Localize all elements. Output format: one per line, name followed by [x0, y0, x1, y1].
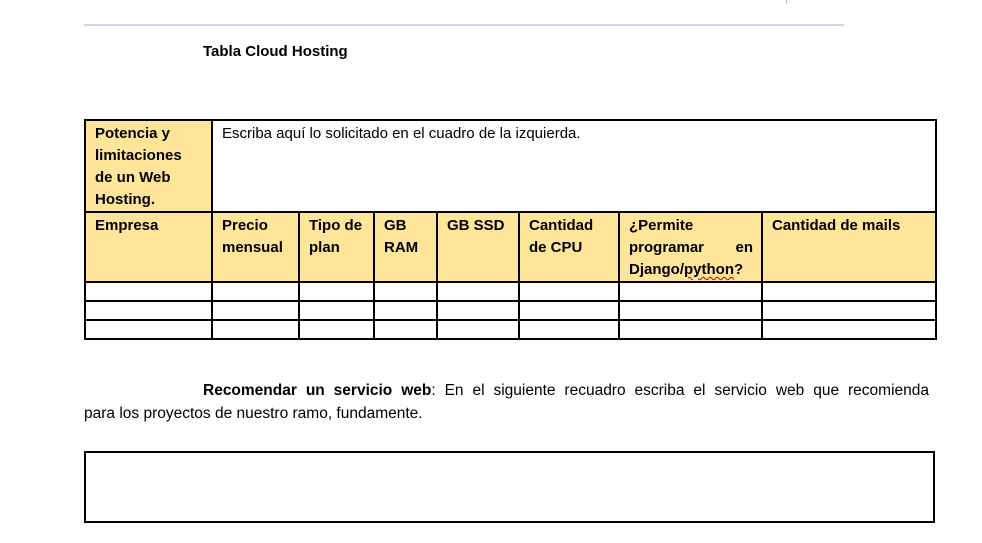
label-line: de un Web: [95, 169, 171, 186]
recommendation-line-1: Recomendar un servicio web: En el siguie…: [84, 379, 929, 402]
recommendation-answer-box[interactable]: [84, 451, 935, 523]
header-word: Django/: [629, 261, 684, 278]
recommendation-paragraph: Recomendar un servicio web: En el siguie…: [84, 379, 929, 425]
header-label: GB SSD: [447, 217, 505, 234]
header-label: Cantidad de mails: [772, 217, 901, 234]
table-cell[interactable]: [518, 300, 620, 321]
header-label: Precio: [222, 217, 268, 234]
table-cell[interactable]: [373, 300, 438, 321]
label-line: limitaciones: [95, 147, 182, 164]
table-cell[interactable]: [298, 319, 375, 340]
header-label: Tipo de: [309, 217, 363, 234]
header-label: Django/python?: [629, 259, 753, 280]
header-label: GB: [384, 217, 407, 234]
table-cell[interactable]: [373, 281, 438, 302]
header-label: programar en: [629, 237, 753, 259]
header-rule: [84, 24, 844, 26]
spellcheck-underline: python: [684, 261, 734, 278]
table-cell[interactable]: [298, 300, 375, 321]
header-label: Cantidad: [529, 217, 594, 234]
header-precio-mensual: Precio mensual: [211, 211, 300, 283]
header-label: ¿Permite: [629, 217, 694, 234]
page-corner-mark: [786, 0, 787, 4]
table-cell[interactable]: [211, 300, 300, 321]
header-label: RAM: [384, 239, 419, 256]
table-cell[interactable]: [761, 281, 937, 302]
header-cantidad-mails: Cantidad de mails: [761, 211, 937, 283]
header-tipo-de-plan: Tipo de plan: [298, 211, 375, 283]
recommendation-text: : En el siguiente recuadro escriba el se…: [431, 382, 929, 399]
hosting-limits-label-cell[interactable]: Potencia y limitaciones de un Web Hostin…: [84, 119, 213, 213]
header-label: Empresa: [95, 217, 159, 234]
table-row: [84, 281, 937, 302]
table-cell[interactable]: [518, 281, 620, 302]
description-cell[interactable]: Escriba aquí lo solicitado en el cuadro …: [211, 119, 937, 213]
table-cell[interactable]: [618, 281, 763, 302]
table-header-row: Empresa Precio mensual Tipo de plan GB R…: [84, 211, 937, 283]
table-row: [84, 319, 937, 340]
table-cell[interactable]: [518, 319, 620, 340]
document-title: Tabla Cloud Hosting: [203, 43, 348, 60]
label-line: Hosting.: [95, 191, 155, 208]
header-label: mensual: [222, 239, 283, 256]
header-label: plan: [309, 239, 340, 256]
header-label: de CPU: [529, 239, 583, 256]
table-cell[interactable]: [84, 281, 213, 302]
table-cell[interactable]: [436, 281, 520, 302]
table-cell[interactable]: [211, 319, 300, 340]
header-cantidad-cpu: Cantidad de CPU: [518, 211, 620, 283]
table-row-description: Potencia y limitaciones de un Web Hostin…: [84, 119, 937, 213]
table-row: [84, 300, 937, 321]
table-cell[interactable]: [618, 300, 763, 321]
table-cell[interactable]: [761, 319, 937, 340]
table-cell[interactable]: [373, 319, 438, 340]
header-empresa: Empresa: [84, 211, 213, 283]
description-text: Escriba aquí lo solicitado en el cuadro …: [222, 125, 581, 142]
cloud-hosting-table: Potencia y limitaciones de un Web Hostin…: [84, 119, 937, 340]
table-cell[interactable]: [84, 300, 213, 321]
header-gb-ssd: GB SSD: [436, 211, 520, 283]
header-word: programar: [629, 239, 705, 256]
header-word: ?: [734, 261, 744, 278]
header-permite-django: ¿Permite programar en Django/python?: [618, 211, 763, 283]
table-cell[interactable]: [436, 300, 520, 321]
table-cell[interactable]: [761, 300, 937, 321]
table-cell[interactable]: [618, 319, 763, 340]
header-gb-ram: GB RAM: [373, 211, 438, 283]
table-cell[interactable]: [436, 319, 520, 340]
table-cell[interactable]: [298, 281, 375, 302]
recommendation-label: Recomendar un servicio web: [203, 382, 432, 399]
header-word: en: [735, 239, 753, 256]
label-line: Potencia y: [95, 125, 171, 142]
table-cell[interactable]: [84, 319, 213, 340]
recommendation-line-2: para los proyectos de nuestro ramo, fund…: [84, 405, 423, 422]
table-cell[interactable]: [211, 281, 300, 302]
